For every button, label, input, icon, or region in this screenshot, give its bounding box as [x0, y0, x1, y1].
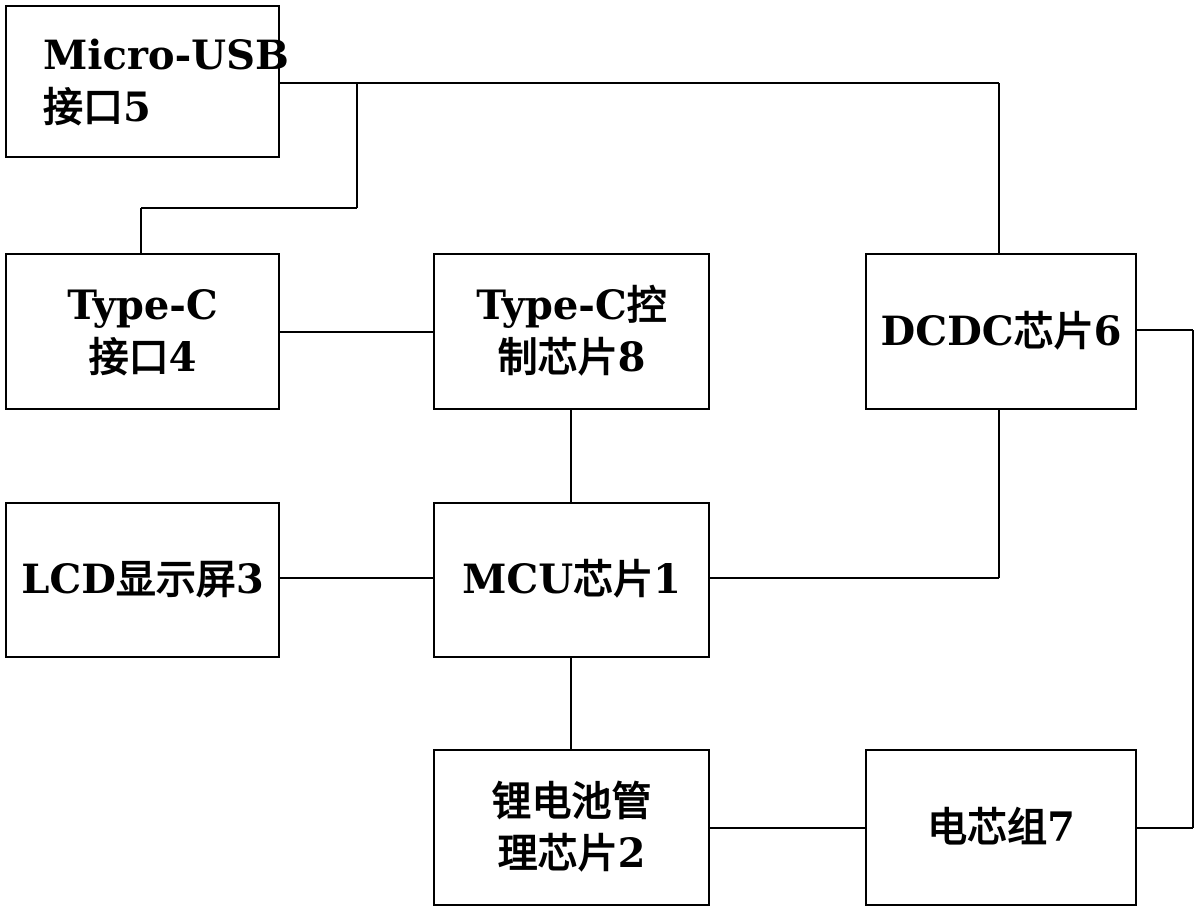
cell-pack-label: 电芯组7 — [927, 803, 1075, 851]
dcdc-chip-label: DCDC芯片6 — [880, 307, 1122, 355]
type-c-port-label-line1: Type-C — [67, 281, 218, 329]
battery-management-chip-block: 锂电池管 理芯片2 — [433, 749, 710, 906]
micro-usb-label-line2: 接口5 — [43, 83, 151, 131]
battery-management-label-line1: 锂电池管 — [491, 777, 652, 825]
lcd-display-label: LCD显示屏3 — [21, 556, 264, 603]
type-c-port-label-line2: 接口4 — [88, 333, 197, 381]
type-c-control-label-line1: Type-C控 — [476, 281, 667, 329]
type-c-control-label-line2: 制芯片8 — [497, 333, 646, 381]
micro-usb-label-line1: Micro-USB — [43, 31, 289, 79]
type-c-port-block: Type-C 接口4 — [5, 253, 280, 410]
mcu-chip-label: MCU芯片1 — [462, 556, 681, 603]
dcdc-chip-block: DCDC芯片6 — [865, 253, 1137, 410]
lcd-display-block: LCD显示屏3 — [5, 502, 280, 658]
type-c-control-chip-block: Type-C控 制芯片8 — [433, 253, 710, 410]
battery-management-label-line2: 理芯片2 — [497, 829, 646, 877]
cell-pack-block: 电芯组7 — [865, 749, 1137, 906]
mcu-chip-block: MCU芯片1 — [433, 502, 710, 658]
micro-usb-port-block: Micro-USB 接口5 — [5, 5, 289, 158]
